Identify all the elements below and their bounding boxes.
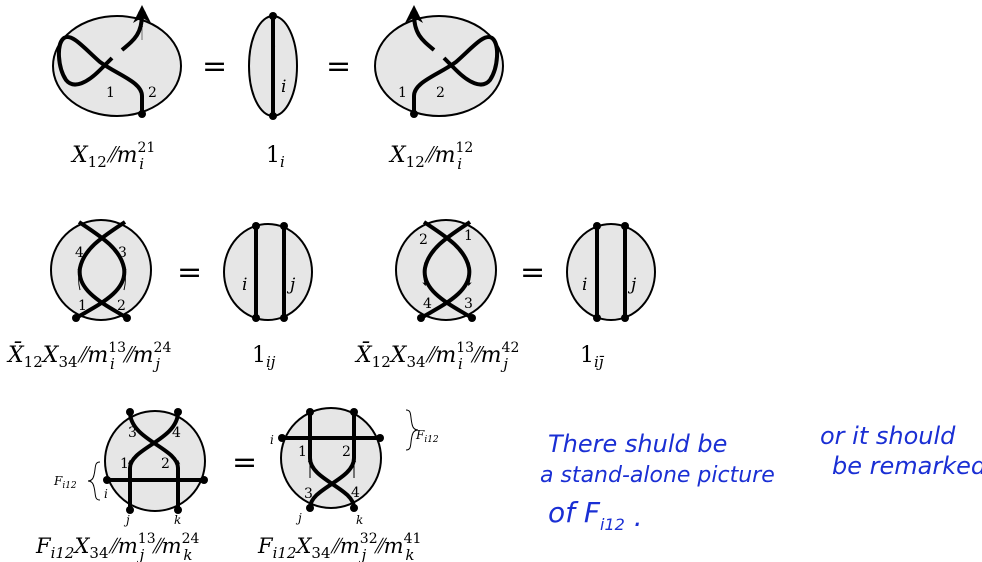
note2-line-1: or it should [820,422,956,450]
r3-left-label-2: 2 [161,456,170,472]
r3-left-label-1: 1 [120,456,129,472]
r1-rhs-label-2: 2 [436,85,445,101]
r3-right-diagram: 1 2 3 4 i j k Fi12 [270,407,439,527]
note1-line-1: There shuld be [548,430,727,458]
r3-left-end-k: k [174,513,181,527]
r1-mid-caption: 1i [266,143,285,171]
r2-left-label-1: 1 [78,298,87,314]
r1-eq-sign-2: = [326,49,351,84]
note2-line-2: be remarked. [832,452,982,480]
r2-left-rhs-diagram: i j [223,222,313,322]
r3-left-brace-label: Fi12 [53,474,77,491]
r1-mid-label-i: i [281,77,286,97]
r1-lhs-top-dot [138,10,146,18]
r2-eq-sign-2: = [520,255,545,290]
r3-right-end-k: k [356,513,363,527]
r1-rhs-label-1: 1 [398,85,407,101]
r1-lhs-bottom-dot [138,110,146,118]
r2-right-diagram: 2 1 4 3 [395,219,497,322]
r2-left-rhs-caption: 1ij [252,343,276,371]
r2-rrhs-label-i: i [582,275,587,295]
r3-right-end-j: j [295,511,302,525]
r2-left-diagram: 4 3 1 2 [50,219,152,322]
r2-lrhs-label-i: i [242,275,247,295]
r2-left-disk [50,219,152,321]
r1-lhs-disk [52,15,182,117]
r2-left-label-2: 2 [117,298,126,314]
r3-left-label-3: 3 [128,425,137,441]
r2-right-label-2: 2 [419,232,428,248]
r2-right-rhs-diagram: i j [566,222,656,322]
r3-right-label-4: 4 [351,485,360,501]
r1-mid-diagram: i [248,12,298,120]
note1-line-2: a stand-alone picture [540,463,775,488]
handwritten-note-1: There shuld be a stand-alone picture of … [540,430,775,534]
r3-left-label-4: 4 [172,425,181,441]
r3-right-end-i: i [270,433,274,447]
r1-lhs-loop [57,35,144,113]
r2-right-label-3: 3 [464,296,473,312]
r1-lhs-diagram: 1 2 [52,5,182,118]
r1-lhs-label-2: 2 [148,85,157,101]
r2-left-label-4: 4 [75,245,84,261]
r2-right-rhs-caption: 1ij̄ [580,343,604,371]
r1-lhs-label-1: 1 [106,85,115,101]
r3-right-label-1: 1 [298,444,307,460]
handwritten-note-2: or it should be remarked. [820,422,982,480]
r3-left-brace [87,461,101,501]
r2-rrhs-label-j: j [627,275,637,295]
r3-right-label-3: 3 [304,486,313,502]
r3-left-end-i: i [104,487,108,501]
note1-line-3: of Fi12 . [548,496,643,534]
r2-lrhs-label-j: j [286,275,296,295]
r1-rhs-disk [374,15,504,117]
r2-right-label-1: 1 [464,228,473,244]
r1-rhs-loop [412,35,499,113]
r2-eq-sign-1: = [177,255,202,290]
r1-eq-sign-1: = [202,49,227,84]
r3-left-diagram: Fi12 3 4 1 2 i j k [53,408,208,527]
r3-right-brace-label: Fi12 [415,428,439,445]
r1-lhs-over [120,5,151,52]
r3-right-label-2: 2 [342,444,351,460]
r3-right-brace [405,409,419,451]
r3-eq-sign: = [232,445,257,480]
r1-rhs-over [405,5,436,52]
r2-left-label-3: 3 [118,245,127,261]
r3-left-end-j: j [123,513,130,527]
r2-right-label-4: 4 [423,296,432,312]
r1-rhs-diagram: 1 2 [374,5,504,118]
